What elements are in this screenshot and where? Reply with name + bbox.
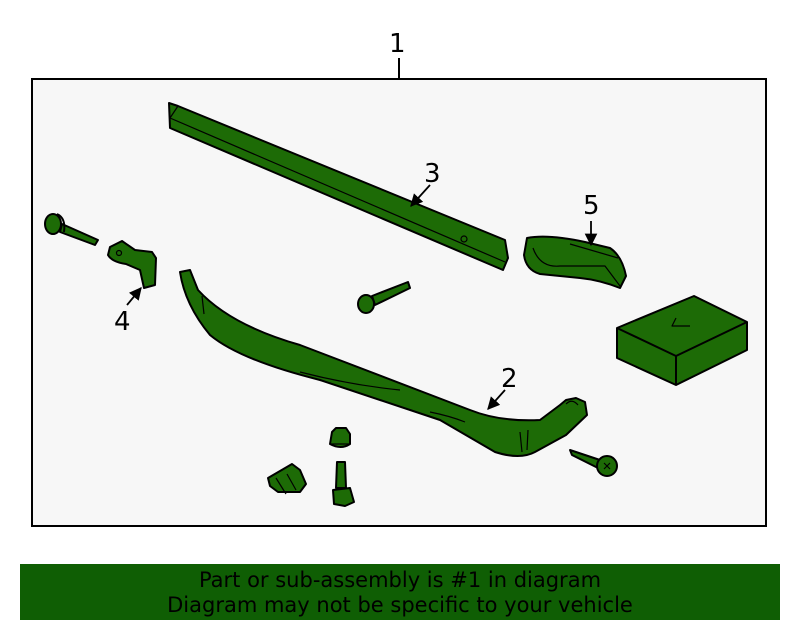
- screw-upper-left-icon: [44, 213, 99, 246]
- screw-middle-icon: [357, 281, 411, 314]
- callout-4-arrow: [126, 287, 142, 306]
- part-4-bracket: [107, 240, 157, 289]
- part-5-end-cap: [523, 235, 627, 289]
- callout-2-label: 2: [501, 364, 518, 394]
- callout-4-label: 4: [114, 307, 131, 337]
- part-3-trim-strip: [168, 102, 509, 271]
- bolt-icon: [332, 461, 355, 507]
- banner-line-1: Part or sub-assembly is #1 in diagram: [198, 568, 602, 592]
- disclaimer-banner: Part or sub-assembly is #1 in diagram Di…: [20, 564, 780, 620]
- hardware-kit-box: [616, 295, 748, 386]
- push-pin-clip-icon: [329, 427, 351, 448]
- retainer-clip-icon: [267, 463, 307, 495]
- callout-1-label: 1: [389, 29, 406, 59]
- banner-line-2: Diagram may not be specific to your vehi…: [167, 593, 633, 617]
- assembly-frame: [31, 78, 767, 527]
- callout-3-arrow: [410, 184, 431, 207]
- callout-5-label: 5: [583, 191, 600, 221]
- callout-3-label: 3: [424, 159, 441, 189]
- callout-2-arrow: [487, 389, 506, 410]
- screw-lower-right-icon: [569, 449, 618, 477]
- part-2-step-pad: [179, 269, 588, 457]
